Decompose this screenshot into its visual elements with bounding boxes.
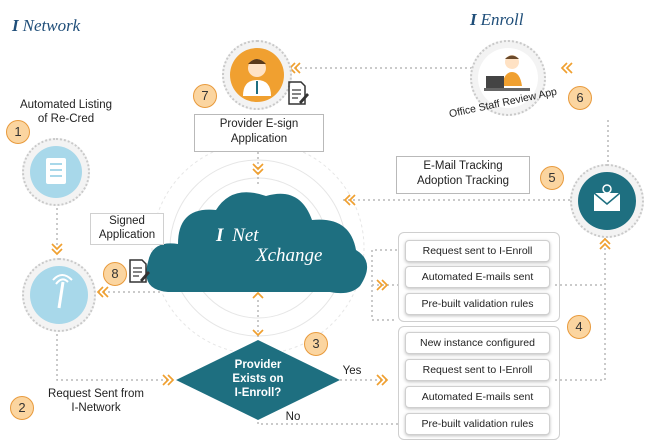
antenna-icon [52,274,73,309]
decision-yes-label: Yes [342,365,362,377]
service-item: Automated E-mails sent [405,386,550,408]
provider-esign-label: Provider E-sign Application [194,114,324,152]
decision-text: Provider Exists on I-Enroll? [232,359,284,399]
list-icon-circle [22,138,90,206]
list-icon [46,158,66,184]
decision-diamond [176,340,340,420]
doctor-icon [243,59,271,96]
step-badge-6: 6 [568,86,592,110]
email-icon-circle [570,164,644,238]
automated-listing-label: Automated Listing of Re-Cred [19,99,113,125]
signed-application-label: Signed Application [91,214,163,244]
request-sent-label: Request Sent from I-Network [48,388,144,414]
step-badge-5: 5 [540,166,564,190]
step-badge-4: 4 [567,315,591,339]
step-badge-3: 3 [304,332,328,356]
service-item: Automated E-mails sent [405,266,550,288]
step-badge-1: 1 [6,120,30,144]
document-icon [129,259,150,283]
office-staff-icon [484,55,530,91]
email-tracking-label: E-Mail Tracking Adoption Tracking [396,156,530,194]
step-badge-8: 8 [103,262,127,286]
doctor-icon-circle [222,40,292,110]
service-item: Pre-built validation rules [405,413,550,435]
netxchange-cloud [146,192,368,294]
cloud-title: I Net Xchange [216,225,323,266]
office-staff-circle [470,40,546,116]
service-item: Request sent to I-Enroll [405,359,550,381]
service-item: Pre-built validation rules [405,293,550,315]
antenna-icon-circle [22,258,96,332]
email-icon [593,184,621,211]
document-icon [288,81,309,105]
service-item: Request sent to I-Enroll [405,240,550,262]
step-badge-2: 2 [10,396,34,420]
service-group-top [398,232,560,322]
step-badge-7: 7 [193,84,217,108]
decision-no-label: No [285,411,301,423]
service-item: New instance configured [405,332,550,354]
